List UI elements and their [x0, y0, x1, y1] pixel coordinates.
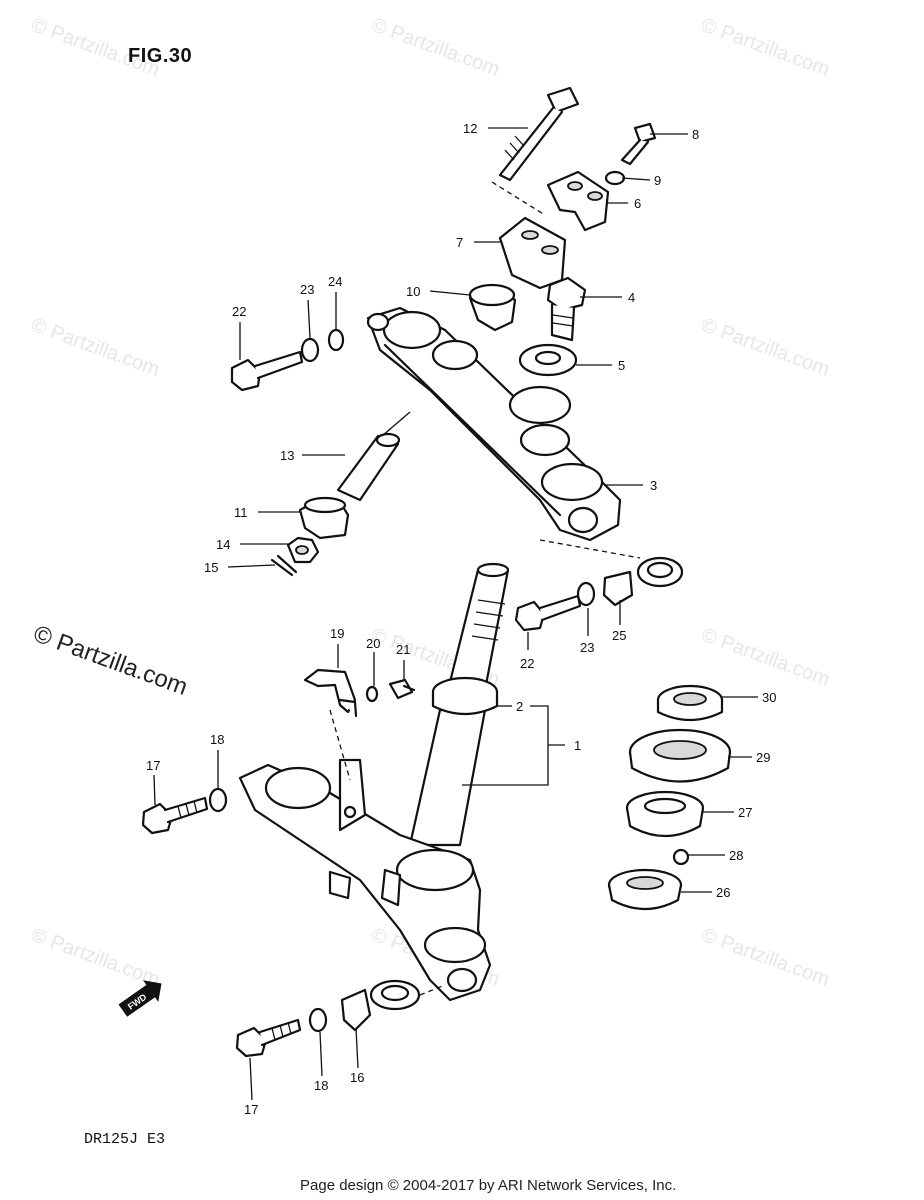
bolt-part-4	[546, 276, 587, 342]
callout-17-left: 17	[146, 758, 160, 773]
callout-4: 4	[628, 290, 635, 305]
bolt-part-17-bottom	[235, 1018, 302, 1058]
callout-22-upper: 22	[232, 304, 246, 319]
callout-6: 6	[634, 196, 641, 211]
clamp-part-6	[546, 170, 610, 232]
callout-27: 27	[738, 805, 752, 820]
callout-23-lower: 23	[580, 640, 594, 655]
callout-12: 12	[463, 121, 477, 136]
callout-3: 3	[650, 478, 657, 493]
figure-title: FIG.30	[128, 45, 192, 67]
washer-part-18-bottom	[308, 1007, 328, 1033]
cable-guide-part-25	[602, 556, 684, 607]
watermark: © Partzilla.com	[698, 624, 832, 691]
callout-8: 8	[692, 127, 699, 142]
bolt-part-12	[498, 86, 580, 182]
callout-26: 26	[716, 885, 730, 900]
callout-22-lower: 22	[520, 656, 534, 671]
model-code: DR125J E3	[84, 1131, 165, 1148]
cable-guide-part-16	[340, 979, 421, 1032]
clamp-part-19	[303, 668, 358, 718]
callout-19: 19	[330, 626, 344, 641]
cushion-part-11	[298, 496, 350, 540]
watermark-primary: © Partzilla.com	[30, 620, 191, 701]
callout-20: 20	[366, 636, 380, 651]
watermark: © Partzilla.com	[698, 314, 832, 381]
callout-5: 5	[618, 358, 625, 373]
cushion-part-10	[468, 283, 517, 332]
leader-lines	[153, 127, 758, 1101]
callout-1: 1	[574, 738, 581, 753]
callout-15: 15	[204, 560, 218, 575]
watermark: © Partzilla.com	[698, 14, 832, 81]
callout-30: 30	[762, 690, 776, 705]
callout-numbers: 1 2 3 4 5 6 7 8 9 10 11 12 13 14 15 16 1…	[146, 121, 776, 1117]
lower-bracket	[238, 758, 492, 1002]
cotter-pin-part-15	[270, 554, 298, 577]
callout-17-bottom: 17	[244, 1102, 258, 1117]
footer-copyright: Page design © 2004-2017 by ARI Network S…	[300, 1177, 676, 1194]
nut-part-30	[656, 684, 724, 722]
washer-part-20	[365, 685, 379, 703]
bolt-part-17-left	[141, 796, 209, 835]
callout-2: 2	[516, 699, 523, 714]
washer-part-23-upper	[300, 337, 320, 363]
bearing-part-2	[431, 676, 499, 716]
washer-part-5	[518, 343, 578, 377]
callout-24: 24	[328, 274, 342, 289]
callout-11: 11	[234, 505, 248, 520]
callout-28: 28	[729, 848, 743, 863]
washer-part-23-lower	[576, 581, 596, 607]
watermark: © Partzilla.com	[368, 14, 502, 81]
callout-18-bottom: 18	[314, 1078, 328, 1093]
callout-23-upper: 23	[300, 282, 314, 297]
washer-part-24	[327, 328, 345, 352]
callout-9: 9	[654, 173, 661, 188]
callout-18-left: 18	[210, 732, 224, 747]
bearing-race-part-26	[607, 868, 683, 910]
washer-part-18-left	[208, 787, 228, 813]
callout-25: 25	[612, 628, 626, 643]
bolt-part-22-lower	[514, 594, 582, 632]
watermark: © Partzilla.com	[698, 924, 832, 991]
dust-seal-part-29	[628, 728, 732, 783]
bolt-part-8	[620, 122, 657, 166]
watermark: © Partzilla.com	[28, 314, 162, 381]
washer-part-9	[604, 170, 626, 186]
callout-7: 7	[456, 235, 463, 250]
callout-16: 16	[350, 1070, 364, 1085]
nut-part-14	[286, 536, 320, 564]
clamp-part-7	[498, 216, 567, 290]
ball-part-28	[672, 848, 690, 866]
bolt-part-22-upper	[230, 350, 304, 392]
watermark: © Partzilla.com	[28, 924, 162, 991]
bolt-part-21	[388, 678, 416, 700]
callout-14: 14	[216, 537, 230, 552]
bearing-race-part-27	[625, 790, 705, 837]
upper-bracket-part-3	[366, 306, 622, 542]
callout-13: 13	[280, 448, 294, 463]
spacer-part-13	[336, 432, 401, 502]
callout-10: 10	[406, 284, 420, 299]
callout-29: 29	[756, 750, 770, 765]
callout-21: 21	[396, 642, 410, 657]
